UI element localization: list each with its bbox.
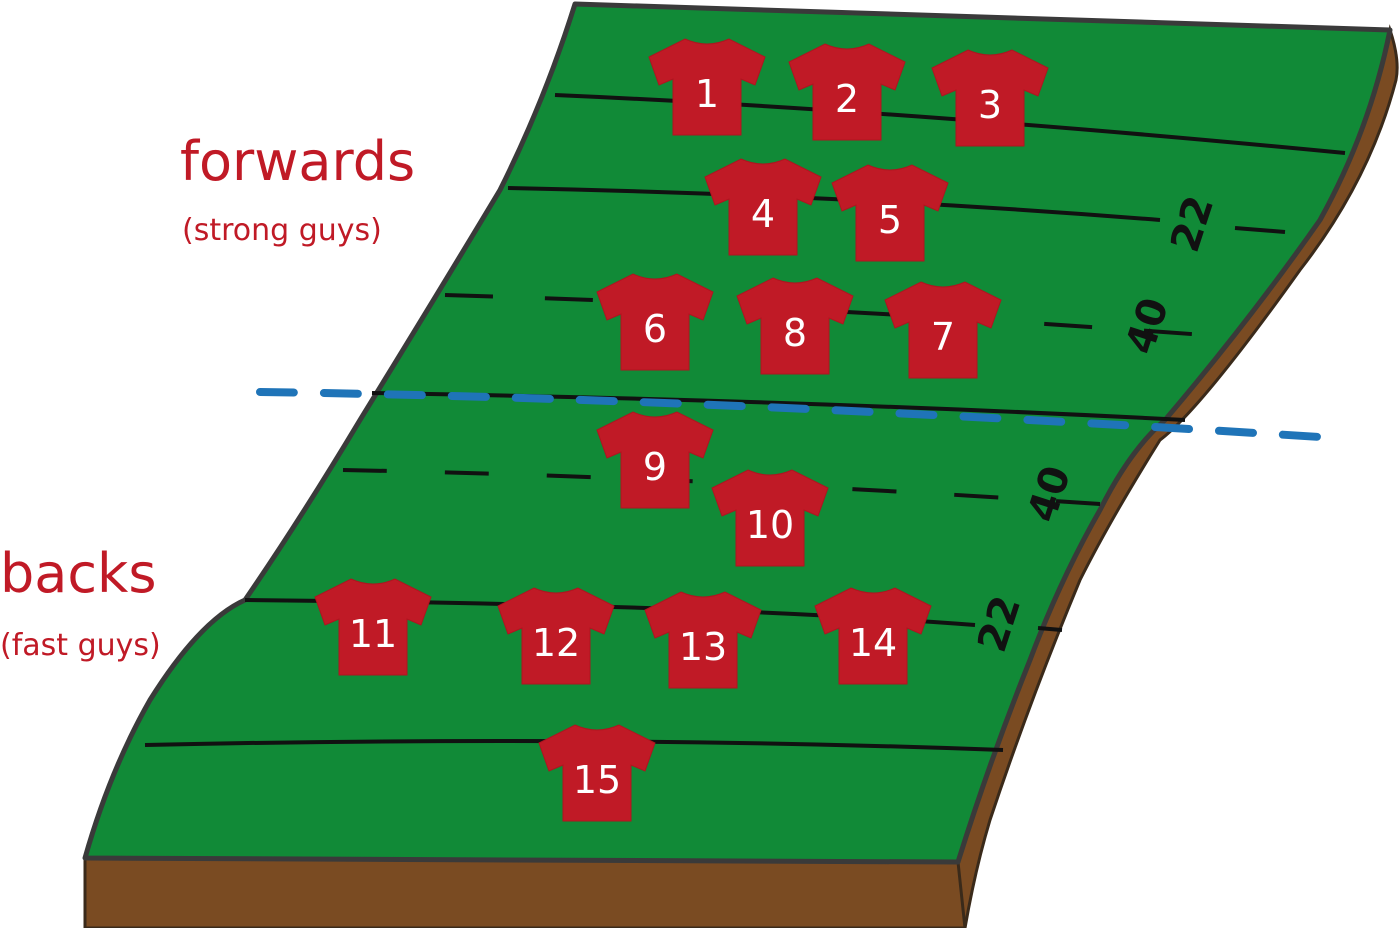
- player-jersey-9: 9: [596, 411, 714, 509]
- jersey-shape: [314, 578, 432, 676]
- jersey-shape: [736, 277, 854, 375]
- jersey-number: 9: [643, 445, 667, 489]
- jersey-shape: [788, 43, 906, 141]
- jersey-shape: [831, 164, 949, 262]
- player-jersey-6: 6: [596, 273, 714, 371]
- player-jersey-4: 4: [704, 158, 822, 256]
- jersey-number: 13: [679, 625, 727, 669]
- jersey-number: 5: [878, 198, 902, 242]
- field-line-top: [554, 93, 1346, 155]
- jersey-number: 3: [978, 83, 1002, 127]
- jersey-number: 10: [746, 503, 794, 547]
- forwards-label: forwards: [180, 130, 415, 193]
- jersey-number: 15: [573, 758, 621, 802]
- jersey-shape: [814, 587, 932, 685]
- jersey-shape: [711, 469, 829, 567]
- jersey-shape: [596, 411, 714, 509]
- field-line-40-lower: [342, 468, 1116, 507]
- jersey-number: 12: [532, 621, 580, 665]
- jersey-shape: [884, 281, 1002, 379]
- backs-label: backs: [0, 542, 156, 605]
- player-jersey-5: 5: [831, 164, 949, 262]
- player-jersey-8: 8: [736, 277, 854, 375]
- jersey-number: 11: [349, 612, 397, 656]
- jersey-shape: [538, 724, 656, 822]
- jersey-number: 4: [751, 192, 775, 236]
- jersey-shape: [644, 591, 762, 689]
- field-line-22-lower-end: [1037, 626, 1063, 632]
- jersey-shape: [497, 587, 615, 685]
- field-line-halfway: [371, 391, 1186, 422]
- jersey-number: 8: [783, 311, 807, 355]
- player-jersey-3: 3: [931, 49, 1049, 147]
- jersey-number: 7: [931, 315, 955, 359]
- forwards-backs-divider: [256, 388, 1324, 441]
- jersey-number: 14: [849, 621, 897, 665]
- player-jersey-15: 15: [538, 724, 656, 822]
- field-soil-front: [83, 856, 967, 928]
- jersey-number: 6: [643, 307, 667, 351]
- field-surface: [82, 1, 1393, 865]
- jersey-shape: [931, 49, 1049, 147]
- player-jersey-11: 11: [314, 578, 432, 676]
- backs-note: (fast guys): [0, 628, 161, 663]
- jersey-number: 1: [695, 72, 719, 116]
- player-jersey-1: 1: [648, 38, 766, 136]
- forwards-note: (strong guys): [182, 213, 382, 248]
- player-jersey-14: 14: [814, 587, 932, 685]
- field-line-22-upper-end: [1234, 226, 1286, 234]
- player-jersey-7: 7: [884, 281, 1002, 379]
- jersey-number: 2: [835, 77, 859, 121]
- field-line-40-upper: [444, 293, 1233, 339]
- player-jersey-13: 13: [644, 591, 762, 689]
- jersey-shape: [704, 158, 822, 256]
- jersey-shape: [648, 38, 766, 136]
- player-jersey-12: 12: [497, 587, 615, 685]
- player-jersey-2: 2: [788, 43, 906, 141]
- jersey-shape: [596, 273, 714, 371]
- player-jersey-10: 10: [711, 469, 829, 567]
